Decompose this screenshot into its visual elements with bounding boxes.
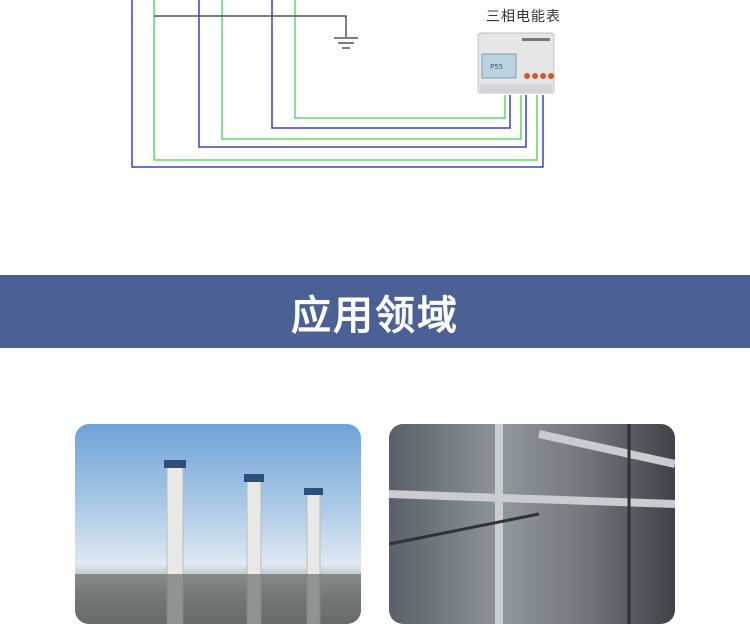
wire-green-1: [153, 0, 538, 161]
ground-wire: [154, 15, 347, 37]
section-banner: 应用领域: [0, 275, 750, 348]
section-title: 应用领域: [291, 292, 459, 339]
wire-green-2: [221, 0, 522, 140]
meter-label: 三相电能表: [486, 9, 561, 25]
wire-blue-2: [198, 0, 527, 148]
wire-green-3: [294, 0, 506, 119]
energy-meter-icon: P55: [477, 32, 555, 94]
power-plant-photo: [75, 424, 361, 624]
industrial-pipes-photo: [389, 424, 675, 624]
wiring-diagram: P55: [131, 0, 555, 168]
wire-blue-1: [131, 0, 544, 168]
ground-icon: [334, 37, 358, 49]
svg-text:P55: P55: [490, 63, 503, 71]
wire-blue-3: [271, 0, 511, 129]
